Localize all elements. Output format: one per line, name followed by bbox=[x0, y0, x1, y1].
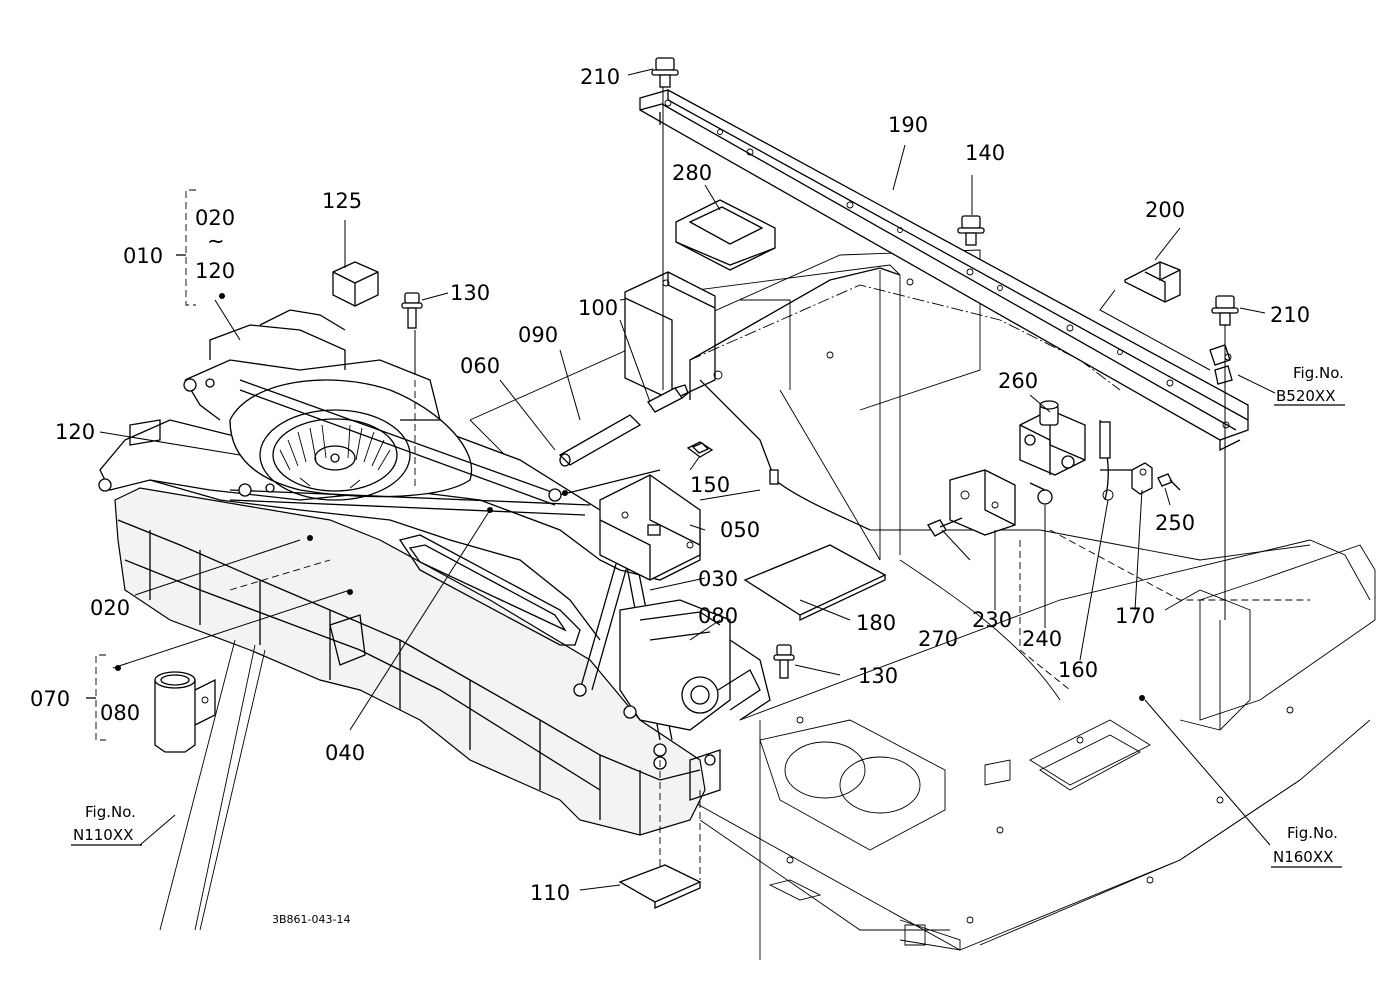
label-110: 110 bbox=[530, 881, 570, 905]
duct-080 bbox=[154, 671, 216, 753]
label-160: 160 bbox=[1058, 658, 1098, 682]
label-010: 010 bbox=[123, 244, 163, 268]
label-210-top: 210 bbox=[580, 65, 620, 89]
beam-190 bbox=[639, 89, 1249, 452]
label-020-range: 020 bbox=[195, 206, 235, 230]
bolt-130-lower bbox=[773, 644, 795, 679]
fig-ref-n160-title: Fig.No. bbox=[1287, 824, 1338, 842]
bolt-210-top bbox=[651, 57, 679, 88]
panel-180 bbox=[743, 544, 887, 622]
fig-ref-b520-title: Fig.No. bbox=[1293, 364, 1344, 382]
label-180: 180 bbox=[856, 611, 896, 635]
label-200: 200 bbox=[1145, 198, 1185, 222]
hvac-unit bbox=[98, 309, 771, 836]
bolt-240 bbox=[1029, 482, 1053, 505]
harness bbox=[689, 267, 1121, 531]
label-100: 100 bbox=[578, 296, 618, 320]
bolt-140 bbox=[957, 215, 985, 246]
label-260: 260 bbox=[998, 369, 1038, 393]
fig-ref-n110: Fig.No. N110XX bbox=[71, 803, 142, 846]
bracket-230 bbox=[949, 469, 1016, 536]
bracket-200 bbox=[1124, 261, 1181, 303]
fig-ref-n160: Fig.No. N160XX bbox=[1271, 824, 1342, 868]
leaders bbox=[99, 68, 1276, 891]
part-labels: 010 020 ∼ 120 125 130 100 090 060 120 15… bbox=[30, 65, 1310, 905]
label-040: 040 bbox=[325, 741, 365, 765]
leader-dots bbox=[115, 293, 1145, 701]
label-210-right: 210 bbox=[1270, 303, 1310, 327]
bolt-130-upper bbox=[401, 292, 423, 329]
label-140: 140 bbox=[965, 141, 1005, 165]
valve-260 bbox=[1019, 400, 1086, 476]
label-150: 150 bbox=[690, 473, 730, 497]
label-125: 125 bbox=[322, 189, 362, 213]
label-170: 170 bbox=[1115, 604, 1155, 628]
clip-b520 bbox=[1209, 344, 1233, 385]
bracket-170 bbox=[1100, 462, 1153, 495]
pad-110 bbox=[618, 864, 702, 910]
label-230: 230 bbox=[972, 608, 1012, 632]
fig-ref-n110-title: Fig.No. bbox=[85, 803, 136, 821]
label-060: 060 bbox=[460, 354, 500, 378]
rear-post bbox=[624, 271, 723, 401]
label-070: 070 bbox=[30, 687, 70, 711]
label-080-right: 080 bbox=[698, 604, 738, 628]
label-130-upper: 130 bbox=[450, 281, 490, 305]
label-250: 250 bbox=[1155, 511, 1195, 535]
hose-090 bbox=[558, 414, 642, 467]
fig-ref-n110-code: N110XX bbox=[73, 826, 133, 844]
screw-270 bbox=[927, 517, 963, 537]
drawing-code: 3B861-043-14 bbox=[272, 913, 350, 926]
label-090: 090 bbox=[518, 323, 558, 347]
bracket-280 bbox=[675, 199, 776, 271]
beam-holes bbox=[664, 99, 1230, 429]
cabin-floor-drawing bbox=[469, 249, 1376, 960]
label-080-left: 080 bbox=[100, 701, 140, 725]
label-120-range: 120 bbox=[195, 259, 235, 283]
screw-250 bbox=[1157, 473, 1181, 491]
pillar-n110 bbox=[159, 639, 266, 931]
mount-feet bbox=[98, 378, 716, 770]
label-050: 050 bbox=[720, 518, 760, 542]
label-120: 120 bbox=[55, 420, 95, 444]
label-240: 240 bbox=[1022, 627, 1062, 651]
label-190: 190 bbox=[888, 113, 928, 137]
clip-150 bbox=[686, 441, 714, 458]
label-tilde: ∼ bbox=[207, 229, 225, 253]
label-270: 270 bbox=[918, 627, 958, 651]
group-bracket-070 bbox=[86, 654, 106, 741]
floor-holes bbox=[786, 278, 1294, 924]
group-bracket-010 bbox=[176, 189, 196, 306]
fig-ref-b520: Fig.No. B520XX bbox=[1274, 364, 1345, 406]
label-020: 020 bbox=[90, 596, 130, 620]
hose-100 bbox=[647, 384, 689, 413]
label-030: 030 bbox=[698, 567, 738, 591]
bolt-210-right bbox=[1211, 295, 1239, 326]
fig-ref-n160-code: N160XX bbox=[1273, 848, 1333, 866]
label-130-lower: 130 bbox=[858, 664, 898, 688]
fig-ref-b520-code: B520XX bbox=[1276, 387, 1335, 405]
label-280: 280 bbox=[672, 161, 712, 185]
module-125 bbox=[332, 261, 379, 307]
